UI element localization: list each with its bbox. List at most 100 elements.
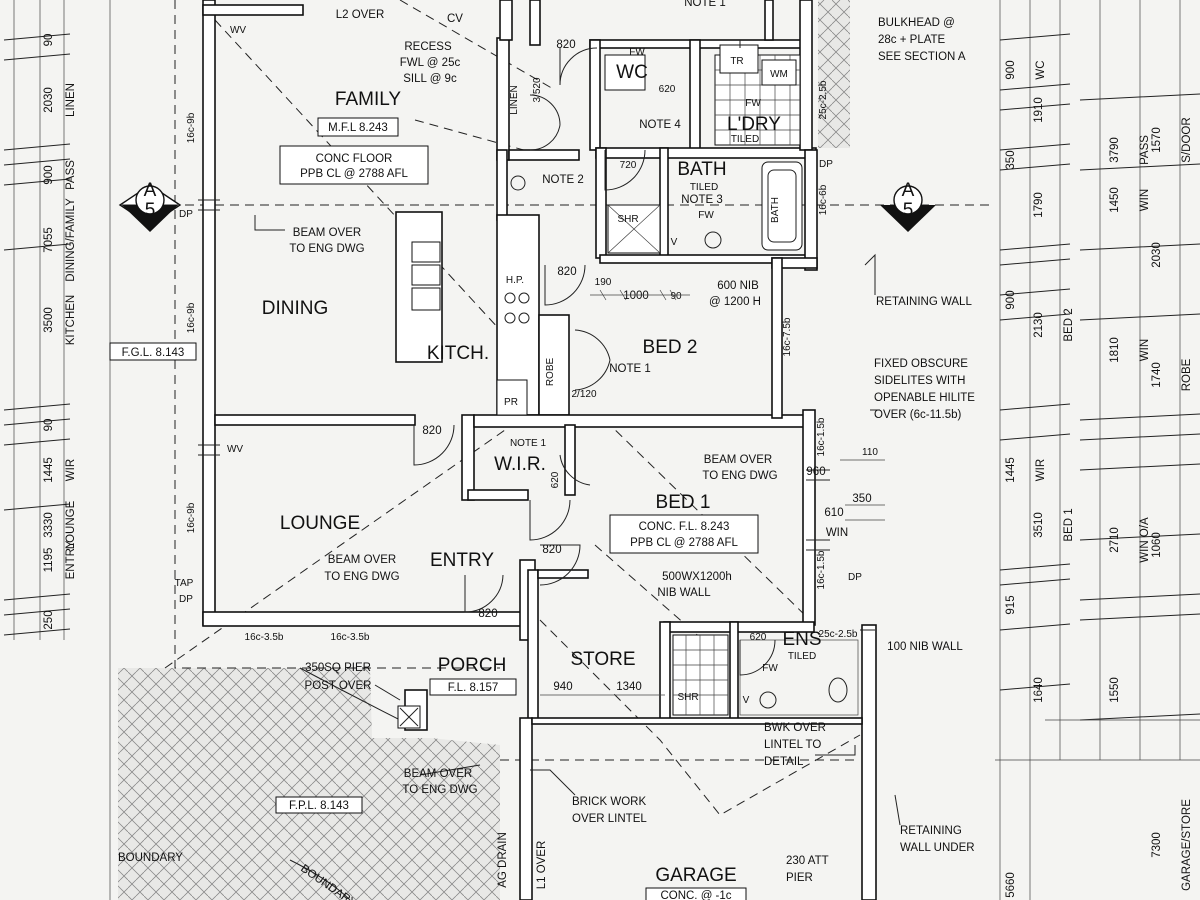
left-dim-value-2: 900 [43, 165, 55, 184]
fixed-2: SIDELITES WITH [874, 375, 965, 387]
label-shr-ens: SHR [677, 692, 698, 703]
room-lounge: LOUNGE [280, 513, 360, 534]
label-vanity-bath: V [671, 237, 678, 248]
fixed-3: OPENABLE HILITE [874, 392, 975, 404]
note-1-wir: NOTE 1 [510, 438, 547, 449]
note-2: NOTE 2 [542, 174, 584, 186]
garage-level-box [645, 887, 747, 900]
dim-610: 610 [824, 507, 843, 519]
right-dim-value-10: 1810 [1109, 337, 1121, 363]
right-dim-value-17: 1640 [1033, 677, 1045, 703]
right-dim-value-9: 2130 [1033, 312, 1045, 338]
room-laundry: L'DRY [727, 114, 781, 135]
bwk-2: LINTEL TO [764, 739, 821, 751]
right-dim-label-13: BED 1 [1063, 508, 1075, 541]
right-dim-value-18: 1550 [1109, 677, 1121, 703]
bulkhead-1: BULKHEAD @ [878, 17, 955, 29]
att-pier-2: PIER [786, 872, 813, 884]
left-dim-label-6: WIR [65, 459, 77, 481]
right-dim-value-4: 350 [1005, 150, 1017, 169]
porch-level-box [429, 678, 517, 696]
section-marker-right [880, 185, 936, 232]
bed1-floor-box [609, 514, 759, 554]
right-dimension-strip [995, 0, 1200, 900]
label-bath-tub: BATH [770, 197, 781, 223]
section-letter-left: A [144, 180, 157, 201]
dim-940: 940 [553, 681, 572, 693]
beam-note-3b: TO ENG DWG [702, 470, 777, 482]
doors [413, 47, 776, 676]
l1-over: L1 OVER [536, 841, 548, 890]
family-floor-type: CONC FLOOR [316, 153, 393, 165]
dimensions: 820 820 820 820 820 3/520 620 620 620 72… [186, 39, 885, 696]
dim-720: 720 [620, 160, 637, 171]
nib-100: 100 NIB WALL [887, 641, 963, 653]
window-marks [198, 199, 830, 551]
room-entry: ENTRY [430, 550, 494, 571]
note-recess-2: FWL @ 25c [400, 57, 461, 69]
family-ceiling: PPB CL @ 2788 AFL [300, 168, 408, 180]
pier-1: 350SQ PIER [305, 662, 371, 674]
section-number-left: 5 [145, 200, 156, 221]
beam-note-2a: BEAM OVER [328, 554, 396, 566]
wall-16c-7.5b: 16c-7.5b [782, 317, 793, 356]
notes: L2 OVER CV WV WV RECESS FWL @ 25c SILL @… [118, 0, 975, 900]
wall-16c-6b: 16c-6b [818, 184, 829, 215]
note-1-bed2: NOTE 1 [609, 363, 651, 375]
label-vanity-ens: V [743, 695, 750, 706]
dim-620-c: 620 [550, 471, 561, 488]
right-dim-label-2: PASS [1139, 135, 1151, 165]
dim-3-520: 3/520 [532, 77, 543, 102]
wall-25c-2.5b-2: 25c-2.5b [819, 629, 858, 640]
left-dim-label-2: PASS [65, 160, 77, 190]
right-dim-value-6: 1450 [1109, 187, 1121, 213]
label-tiled-bath: TILED [690, 182, 718, 193]
right-dim-value-1: 1910 [1033, 97, 1045, 123]
right-dim-label-10: WIN [1139, 339, 1151, 361]
nib-500-a: 500WX1200h [662, 571, 732, 583]
callout-arrows [254, 40, 901, 826]
beam-note-3a: BEAM OVER [704, 454, 772, 466]
nib-500-b: NIB WALL [657, 587, 711, 599]
retain-under-2: WALL UNDER [900, 842, 975, 854]
wall-25c-2.5b-1: 25c-2.5b [818, 80, 829, 119]
room-wir: W.I.R. [494, 454, 546, 475]
bed1-floor: CONC. F.L. 8.243 [639, 521, 730, 533]
dim-1340: 1340 [616, 681, 642, 693]
bulkhead-2: 28c + PLATE [878, 34, 946, 46]
boundary-1: BOUNDARY [118, 852, 183, 864]
label-tiled-ldry: TILED [731, 134, 759, 145]
room-linen: LINEN [509, 85, 520, 114]
family-floor-box [279, 145, 429, 185]
wall-16c-1.5b-2: 16c-1.5b [816, 550, 827, 589]
room-dining: DINING [262, 298, 329, 319]
right-dim-label-6: WIN [1139, 189, 1151, 211]
fpl-box [275, 796, 363, 814]
label-win: WIN [826, 527, 848, 539]
right-dim-label-9: BED 2 [1063, 308, 1075, 341]
dim-820-c: 820 [422, 425, 441, 437]
label-dp-4: DP [848, 572, 862, 583]
right-dim-value-13: 3510 [1033, 512, 1045, 538]
dim-190: 190 [595, 277, 612, 288]
left-dim-value-7: 3330 [43, 512, 55, 538]
label-wm: WM [770, 69, 788, 80]
room-kitchen: KITCH. [427, 343, 489, 364]
right-dim-label-3: S/DOOR [1181, 117, 1193, 162]
dim-350: 350 [852, 493, 871, 505]
right-dim-value-3: 1570 [1151, 127, 1163, 153]
bed1-ceiling: PPB CL @ 2788 AFL [630, 537, 738, 549]
note-1-top: NOTE 1 [684, 0, 726, 9]
retaining-wall: RETAINING WALL [876, 296, 972, 308]
room-garage: GARAGE [655, 865, 736, 886]
garage-level: CONC. @ -1c [660, 890, 731, 900]
right-dim-label-0: WC [1035, 60, 1047, 79]
label-fw-bath: FW [698, 210, 714, 221]
room-ens: ENS [782, 629, 821, 650]
wall-16c-3.5b-2: 16c-3.5b [331, 632, 370, 643]
note-cv: CV [447, 13, 463, 25]
pier-2: POST OVER [305, 680, 372, 692]
